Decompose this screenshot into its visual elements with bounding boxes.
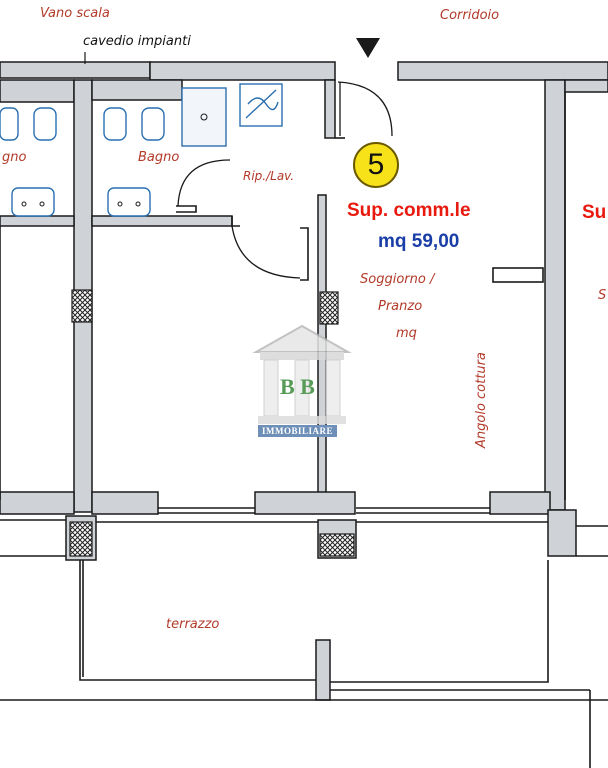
sink-icon — [11, 187, 55, 217]
door-swings — [177, 81, 393, 279]
label-pranzo: Pranzo — [378, 299, 423, 314]
label-terrazzo: terrazzo — [166, 617, 220, 632]
logo-letters: B B — [280, 374, 315, 399]
partitions — [0, 92, 608, 768]
label-mq: mq — [396, 326, 417, 341]
toilet-icon — [103, 107, 127, 141]
label-corridoio: Corridoio — [440, 8, 500, 23]
toilet-icon — [33, 107, 57, 141]
label-bagno-left: gno — [2, 150, 27, 165]
label-soggiorno: Soggiorno / — [360, 272, 435, 287]
bidet-icon — [0, 107, 19, 141]
unit-area-value: mq 59,00 — [378, 231, 460, 252]
label-rip-lav: Rip./Lav. — [243, 169, 295, 183]
entrance-arrow-icon — [356, 38, 380, 58]
sink-icon — [107, 187, 151, 217]
bathroom-fixtures — [0, 83, 283, 217]
right-unit-area-cut: Su — [582, 202, 607, 223]
watermark-text: IMMOBILIARE — [258, 425, 338, 437]
label-bagno: Bagno — [138, 150, 180, 165]
agency-logo-icon: B B — [252, 324, 352, 424]
bidet-icon — [141, 107, 165, 141]
columns — [69, 289, 355, 557]
right-room-cut: S — [598, 288, 607, 303]
unit-area-label: Sup. comm.le — [347, 200, 471, 221]
label-cavedio: cavedio impianti — [83, 34, 191, 49]
label-angolo-cottura: Angolo cottura — [474, 352, 489, 448]
label-vano-scala: Vano scala — [40, 6, 110, 21]
shower-icon — [181, 87, 227, 147]
unit-number-badge: 5 — [353, 142, 399, 188]
